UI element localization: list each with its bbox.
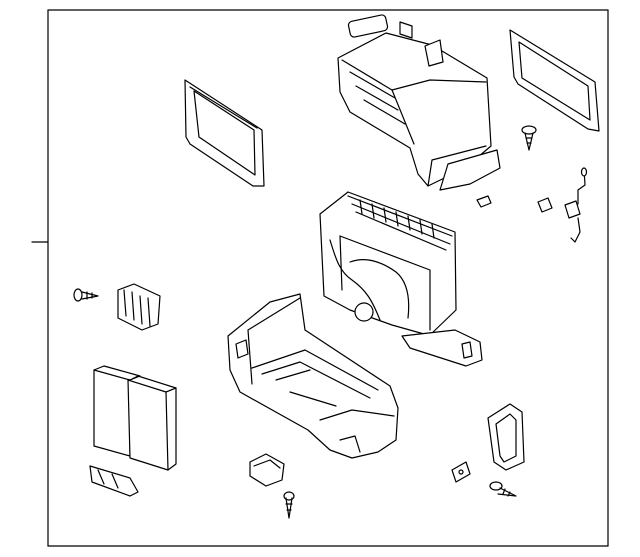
- screw-icon: [283, 491, 295, 519]
- filter-frame-right-icon: [509, 29, 600, 132]
- diagram-frame: [31, 9, 609, 547]
- screw-icon: [73, 288, 99, 302]
- clip-icon: [476, 195, 553, 213]
- filter-elements-icon: [93, 365, 177, 471]
- wire-clip-icon: [89, 465, 139, 497]
- upper-case-icon: [337, 14, 501, 191]
- foam-seal-icon: [487, 403, 525, 471]
- actuator-motor-icon: [249, 453, 285, 487]
- bracket-icon: [451, 461, 471, 483]
- resistor-block-icon: [117, 283, 161, 331]
- evaporator-core-icon: [319, 191, 483, 367]
- screw-icon: [489, 481, 517, 497]
- temperature-sensor-icon: [564, 167, 588, 243]
- filter-frame-left-icon: [184, 79, 265, 187]
- screw-icon: [521, 125, 537, 151]
- lower-case-icon: [227, 293, 399, 459]
